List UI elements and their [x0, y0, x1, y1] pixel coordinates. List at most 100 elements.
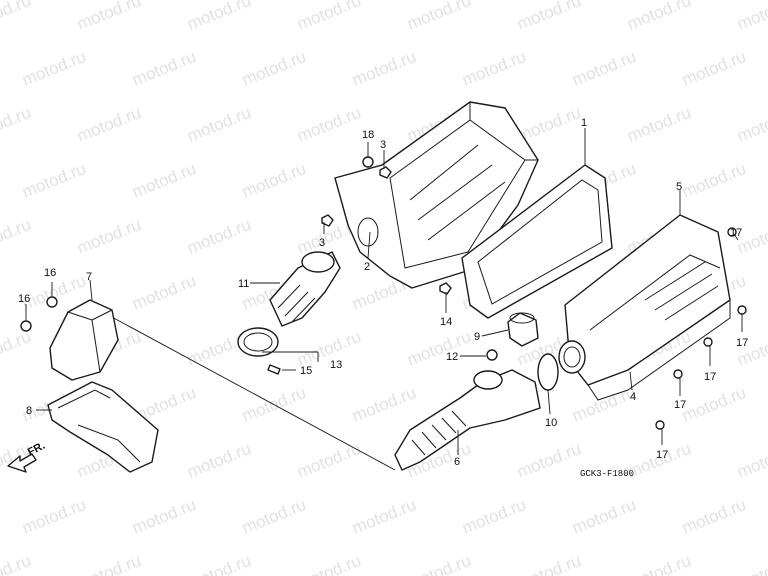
- callout-15: 15: [300, 365, 312, 377]
- watermark-text: motod.ru: [294, 103, 363, 146]
- callout-9: 9: [474, 331, 480, 343]
- callout-5: 5: [676, 181, 682, 193]
- front-label: FR.: [26, 440, 47, 459]
- watermark-text: motod.ru: [569, 495, 638, 538]
- watermark-text: motod.ru: [734, 103, 768, 146]
- watermark-text: motod.ru: [734, 0, 768, 34]
- watermark-text: motod.ru: [514, 0, 583, 34]
- watermark-text: motod.ru: [459, 495, 528, 538]
- watermark-text: motod.ru: [679, 47, 748, 90]
- watermark-text: motod.ru: [74, 103, 143, 146]
- callout-1: 1: [581, 117, 587, 129]
- connecting-tube: [269, 251, 341, 327]
- screw-14: [439, 282, 452, 295]
- watermark-text: motod.ru: [679, 383, 748, 426]
- callout-11: 11: [238, 278, 249, 290]
- watermark-text: motod.ru: [294, 439, 363, 482]
- callout-12: 12: [446, 351, 458, 363]
- watermark-text: motod.ru: [624, 551, 693, 576]
- watermark-text: motod.ru: [239, 47, 308, 90]
- watermark-text: motod.ru: [734, 439, 768, 482]
- watermark-text: motod.ru: [679, 159, 748, 202]
- screw-3-side: [321, 214, 334, 227]
- watermark-text: motod.ru: [624, 103, 693, 146]
- callout-2: 2: [364, 261, 370, 273]
- watermark-text: motod.ru: [184, 103, 253, 146]
- watermark-text: motod.ru: [0, 327, 34, 370]
- guide-line-7-to-6: [109, 315, 396, 471]
- screw-16-top: [46, 296, 58, 308]
- screw-17-c: [703, 337, 713, 347]
- watermark-text: motod.ru: [74, 551, 143, 576]
- screw-15: [267, 364, 281, 375]
- clip: [486, 349, 498, 361]
- callout-17-d: 17: [674, 399, 686, 411]
- watermark-text: motod.ru: [624, 0, 693, 34]
- leader-lines: [25, 128, 743, 455]
- tube-band: [237, 327, 279, 357]
- callout-17-e: 17: [656, 449, 668, 461]
- watermark-text: motod.ru: [514, 439, 583, 482]
- o-ring: [537, 353, 559, 391]
- watermark-text: motod.ru: [569, 47, 638, 90]
- callout-3-side: 3: [319, 237, 325, 249]
- watermark-text: motod.ru: [74, 0, 143, 34]
- watermark-text: motod.ru: [74, 215, 143, 258]
- watermark-text: motod.ru: [19, 495, 88, 538]
- callout-16-left: 16: [18, 293, 30, 305]
- watermark-text: motod.ru: [404, 327, 473, 370]
- inlet-cover: [49, 299, 119, 381]
- watermark-text: motod.ru: [294, 0, 363, 34]
- drain-cap: [507, 312, 539, 347]
- watermark-text: motod.ru: [0, 0, 34, 34]
- watermark-text: motod.ru: [349, 383, 418, 426]
- callout-18: 18: [362, 129, 374, 141]
- screw-17-e: [655, 420, 665, 430]
- watermark-text: motod.ru: [514, 551, 583, 576]
- watermark-text: motod.ru: [19, 47, 88, 90]
- callout-13: 13: [330, 359, 342, 371]
- inlet-duct: [47, 381, 159, 473]
- watermark-text: motod.ru: [734, 551, 768, 576]
- watermark-text: motod.ru: [0, 215, 34, 258]
- watermark-text: motod.ru: [129, 495, 198, 538]
- watermark-text: motod.ru: [294, 551, 363, 576]
- watermark-text: motod.ru: [239, 159, 308, 202]
- screw-17-d: [673, 369, 683, 379]
- callout-17-b: 17: [736, 337, 748, 349]
- callout-10: 10: [545, 417, 557, 429]
- watermark-text: motod.ru: [0, 551, 34, 576]
- watermark-text: motod.ru: [184, 551, 253, 576]
- watermark-text: motod.ru: [239, 495, 308, 538]
- front-arrow-icon: [7, 453, 37, 473]
- watermark-text: motod.ru: [129, 47, 198, 90]
- screw-17-b: [737, 305, 747, 315]
- watermark-text: motod.ru: [19, 159, 88, 202]
- watermark-text: motod.ru: [349, 495, 418, 538]
- callout-17-c: 17: [704, 371, 716, 383]
- callout-14: 14: [440, 316, 452, 328]
- screw-16-left: [20, 320, 32, 332]
- watermark-text: motod.ru: [184, 215, 253, 258]
- watermark-text: motod.ru: [404, 0, 473, 34]
- callout-4: 4: [630, 391, 636, 403]
- watermark-text: motod.ru: [129, 159, 198, 202]
- watermark-text: motod.ru: [0, 103, 34, 146]
- callout-3-top: 3: [380, 139, 386, 151]
- callout-numbers: 1 2 3 3 4 5 6 7 8 9 10 11 12 13 14 15 16…: [18, 117, 748, 468]
- callout-16-top: 16: [44, 267, 56, 279]
- callout-7: 7: [86, 271, 92, 283]
- watermark-text: motod.ru: [404, 551, 473, 576]
- diagram-code: GCK3-F1800: [580, 469, 634, 479]
- bolt-18: [362, 156, 374, 168]
- intake-duct: [394, 369, 541, 471]
- watermark-text: motod.ru: [679, 495, 748, 538]
- watermark-text: motod.ru: [349, 47, 418, 90]
- watermark-text: motod.ru: [459, 47, 528, 90]
- screw-3-top: [379, 166, 392, 179]
- watermark-text: motod.ru: [184, 0, 253, 34]
- callout-17-a: 17: [730, 227, 742, 239]
- watermark-text: motod.ru: [184, 439, 253, 482]
